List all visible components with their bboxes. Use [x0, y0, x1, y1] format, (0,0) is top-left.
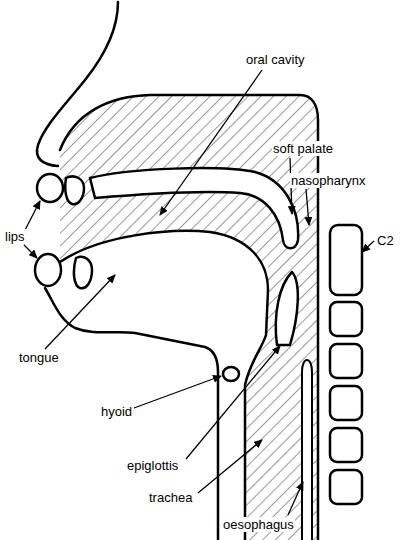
face-profile — [37, 2, 118, 166]
leader-line — [45, 275, 115, 349]
tongue-shape — [55, 231, 268, 385]
oesophagus-tube — [302, 360, 312, 540]
part-label: hyoid — [100, 404, 133, 419]
vertebra — [330, 225, 362, 295]
leader-line — [362, 241, 374, 252]
part-label: oral cavity — [245, 52, 306, 67]
leader-line — [198, 440, 262, 493]
part-label: oesophagus — [222, 517, 295, 532]
vertebra — [330, 302, 362, 336]
lower-teeth — [74, 257, 92, 289]
chin-neck-outline — [45, 288, 218, 540]
epiglottis-shape — [276, 272, 298, 345]
leader-line — [24, 245, 37, 258]
palate — [90, 168, 298, 248]
part-label: C2 — [376, 233, 395, 248]
part-label: tongue — [18, 350, 60, 365]
airway-region — [60, 95, 318, 540]
part-label: soft palate — [272, 141, 334, 156]
leader-line — [288, 482, 303, 515]
vertebra — [330, 386, 362, 420]
leader-line — [160, 70, 262, 215]
upper-teeth — [65, 176, 84, 204]
part-label: nasopharynx — [290, 173, 366, 188]
hyoid-bone — [223, 367, 239, 381]
tongue-outline — [60, 231, 268, 540]
vertebra — [330, 428, 362, 462]
part-label: trachea — [148, 490, 193, 505]
leader-line — [306, 189, 309, 225]
part-label: lips — [4, 229, 26, 244]
leader-line — [134, 376, 221, 408]
part-label: epiglottis — [126, 458, 179, 473]
vertebra — [330, 470, 362, 504]
leader-line — [24, 201, 40, 232]
lower-lip — [35, 254, 61, 286]
upper-lip — [37, 174, 63, 202]
vertebra — [330, 344, 362, 378]
leader-line — [186, 346, 280, 459]
airway-outline — [60, 95, 318, 540]
